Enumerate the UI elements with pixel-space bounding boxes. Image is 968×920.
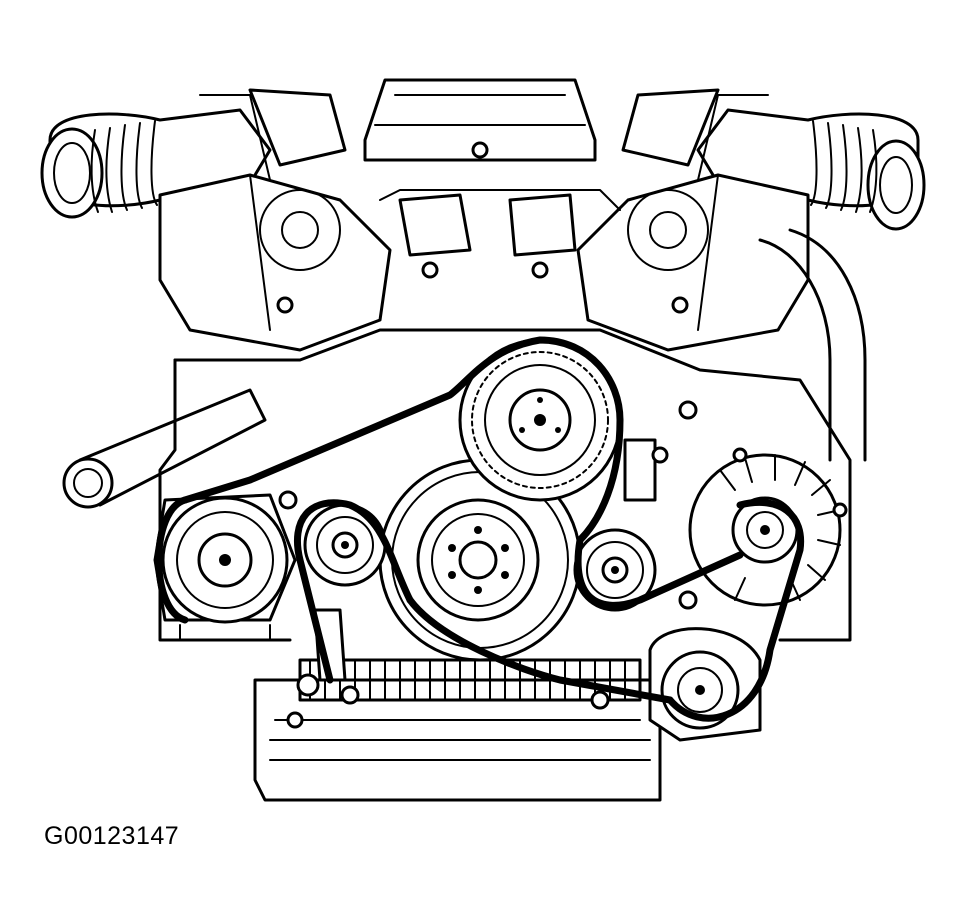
right-throttle-housing (576, 88, 810, 352)
left-throttle-housing (158, 88, 392, 352)
tensioner-pulley-left (303, 503, 387, 682)
power-steering-pump (648, 627, 762, 742)
figure-code-label: G00123147 (44, 822, 180, 850)
left-coolant-pipe (62, 388, 267, 509)
right-coolant-pipe (758, 228, 867, 462)
mounting-bolts (276, 141, 848, 729)
tensioner-pulley-right (573, 438, 657, 612)
oil-pan (253, 678, 662, 802)
crankshaft-pulley (416, 498, 540, 622)
intake-plenum-cover (363, 78, 597, 162)
ac-compressor (153, 493, 297, 641)
alternator (688, 453, 842, 607)
serpentine-belt (155, 336, 805, 722)
